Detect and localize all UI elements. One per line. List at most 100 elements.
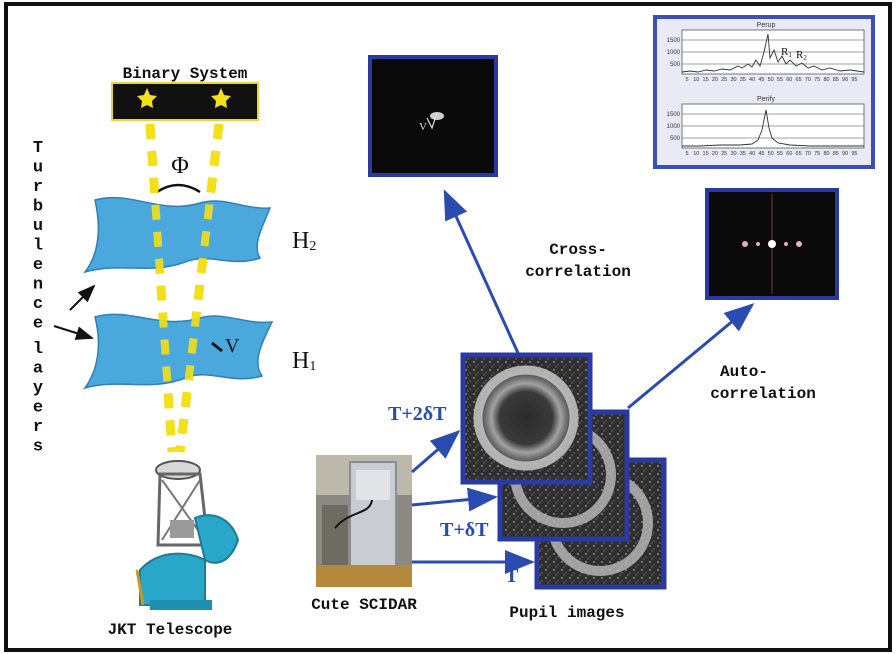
plot-x-tick-label: 55 [777, 77, 783, 83]
plot-x-tick-label: 65 [796, 151, 802, 157]
plot-bottom-profile [682, 109, 864, 147]
plot-x-tick-label: 30 [730, 151, 736, 157]
t-2dt-label: T+2δT [388, 403, 447, 425]
plot-bottom-grid [682, 113, 864, 139]
turbulence-layers-letter: e [33, 315, 43, 334]
r1-label: R1 [781, 46, 792, 59]
phi-label: Φ [171, 153, 189, 179]
star-icon [211, 88, 231, 108]
plot-x-tick-label: 20 [712, 77, 718, 83]
angle-arc [156, 183, 201, 194]
plot-x-tick-label: 80 [823, 151, 829, 157]
h2-label: H2 [292, 228, 316, 254]
auto-correlation-label-1: Auto- [720, 363, 768, 381]
jkt-telescope-icon [135, 460, 240, 610]
plot-x-tick-label: 95 [851, 151, 857, 157]
turbulence-layer-h1 [83, 313, 274, 390]
plot-top-profile [681, 33, 865, 73]
light-beams-front [146, 123, 223, 453]
plot-x-tick-label: 80 [823, 77, 829, 83]
arrow-t-2dt [411, 430, 461, 474]
plot-x-tick-label: 70 [805, 151, 811, 157]
binary-system-label: Binary System [123, 65, 248, 83]
cross-v-label: V [419, 121, 427, 133]
h1-label: H1 [292, 348, 316, 374]
plot-x-tick-label: 60 [786, 151, 792, 157]
plot-x-tick-label: 25 [721, 77, 727, 83]
plot-x-tick-label: 90 [842, 77, 848, 83]
plot-x-tick-label: 75 [814, 77, 820, 83]
plot-x-tick-label: 5 [685, 77, 688, 83]
plot-y-tick-label: 500 [670, 62, 681, 68]
cross-correlation-peaks [426, 112, 444, 130]
plot-x-tick-label: 95 [851, 77, 857, 83]
turbulence-layers-letter: r [33, 418, 43, 437]
turbulence-layers-letter: c [33, 295, 43, 314]
auto-correlation-label-2: correlation [710, 385, 816, 403]
plot-x-tick-label: 30 [730, 77, 736, 83]
plot-x-tick-label: 45 [758, 77, 764, 83]
pupil-images-label: Pupil images [509, 604, 624, 622]
plot-y-tick-label: 1500 [667, 112, 681, 118]
plot-bottom-title: Perify [757, 96, 775, 103]
plot-x-tick-label: 10 [693, 151, 699, 157]
t-label: T [505, 565, 519, 587]
plot-y-tick-label: 1000 [667, 124, 681, 130]
turbulence-layers-letter: s [33, 438, 43, 457]
plot-x-tick-label: 90 [842, 151, 848, 157]
pupil-image-t-2dt [460, 352, 593, 485]
wind-vector [211, 341, 223, 353]
auto-correlation-peaks [742, 194, 802, 294]
pointer-arrow-h2 [69, 284, 96, 311]
plot-x-tick-label: 60 [786, 77, 792, 83]
plot-x-tick-label: 75 [814, 151, 820, 157]
pointer-arrow-h1 [53, 325, 94, 340]
plot-x-tick-label: 85 [833, 77, 839, 83]
plot-top-title: Perup [757, 22, 776, 29]
turbulence-layers-letter: T [33, 139, 43, 158]
turbulence-layers-letter: b [33, 198, 43, 217]
turbulence-layers-letter: u [33, 217, 43, 236]
turbulence-layers-letter: l [33, 340, 43, 359]
turbulence-layers-letter: u [33, 159, 43, 178]
plot-y-tick-label: 1500 [667, 38, 681, 44]
turbulence-layers-letter: l [33, 237, 43, 256]
plot-x-tick-label: 10 [693, 77, 699, 83]
plot-x-tick-label: 45 [758, 151, 764, 157]
r2-label: R2 [796, 49, 807, 62]
star-icon [137, 88, 157, 108]
cute-scidar-label: Cute SCIDAR [311, 596, 417, 614]
plot-x-tick-label: 15 [703, 77, 709, 83]
binary-system-box [111, 82, 259, 121]
arrow-t-dt [411, 487, 498, 512]
turbulence-layers-letter: y [33, 379, 43, 398]
cute-scidar-photo [316, 455, 412, 587]
jkt-telescope-label: JKT Telescope [108, 621, 233, 639]
turbulence-layers-letter: a [33, 360, 43, 379]
cross-correlation-label-1: Cross- [549, 241, 607, 259]
plot-x-tick-label: 70 [805, 77, 811, 83]
plot-x-tick-label: 40 [749, 151, 755, 157]
plot-x-tick-label: 5 [685, 151, 688, 157]
plot-x-tick-label: 50 [768, 151, 774, 157]
turbulence-layer-h2 [83, 196, 272, 274]
turbulence-layers-letter: e [33, 256, 43, 275]
plot-x-tick-label: 20 [712, 151, 718, 157]
plot-y-tick-label: 500 [670, 136, 681, 142]
turbulence-layers-letter: r [33, 178, 43, 197]
plot-x-tick-label: 25 [721, 151, 727, 157]
t-dt-label: T+δT [440, 519, 489, 541]
plot-x-tick-label: 65 [796, 77, 802, 83]
plot-x-tick-label: 40 [749, 77, 755, 83]
turbulence-layers-letter: n [33, 276, 43, 295]
arrow-cross-correlation [443, 189, 520, 354]
turbulence-layers-letter: e [33, 399, 43, 418]
arrow-auto-correlation [627, 303, 755, 410]
plot-bottom-y-ticks: 1500 1000 500 [667, 112, 681, 142]
